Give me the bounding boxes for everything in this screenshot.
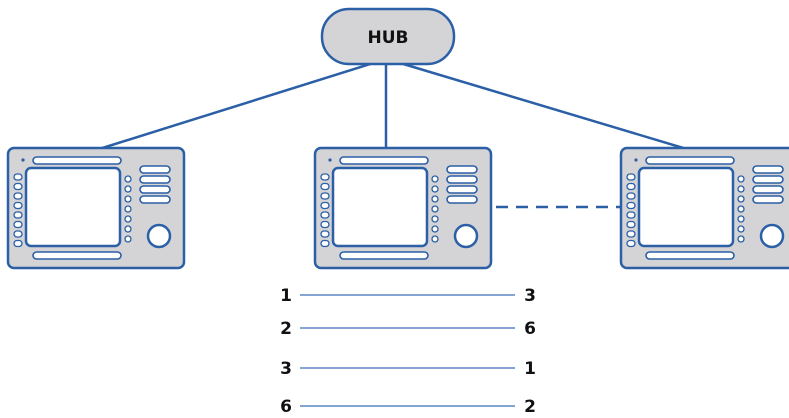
knob bbox=[146, 223, 172, 249]
pin-right-label: 2 bbox=[524, 397, 536, 417]
screen bbox=[331, 166, 429, 248]
knob bbox=[759, 223, 785, 249]
left-key bbox=[13, 173, 23, 181]
knob bbox=[453, 223, 479, 249]
bottom-keys bbox=[645, 251, 735, 260]
arrow-key bbox=[124, 185, 132, 193]
left-key bbox=[13, 192, 23, 200]
function-key bbox=[139, 195, 171, 204]
arrow-key bbox=[431, 225, 439, 233]
terminal-right bbox=[619, 146, 789, 270]
left-key bbox=[13, 230, 23, 238]
arrow-key bbox=[431, 215, 439, 223]
terminal-left bbox=[6, 146, 186, 270]
arrow-key bbox=[737, 175, 745, 183]
link-left bbox=[95, 58, 384, 152]
hub-label: HUB bbox=[368, 28, 409, 48]
arrow-key bbox=[431, 185, 439, 193]
function-key bbox=[752, 175, 784, 184]
left-key bbox=[13, 239, 23, 248]
pin-left-label: 2 bbox=[280, 319, 292, 339]
top-keys bbox=[32, 156, 122, 165]
left-key bbox=[320, 220, 330, 229]
hub-shape bbox=[320, 7, 456, 66]
function-key bbox=[446, 165, 478, 174]
left-key bbox=[626, 211, 636, 219]
arrow-key bbox=[124, 205, 132, 213]
screen bbox=[637, 166, 735, 248]
bottom-keys bbox=[32, 251, 122, 260]
arrow-key bbox=[431, 235, 439, 243]
screen bbox=[24, 166, 122, 248]
function-key bbox=[139, 175, 171, 184]
function-key bbox=[446, 195, 478, 204]
terminals bbox=[6, 146, 789, 270]
top-keys bbox=[645, 156, 735, 165]
left-key bbox=[626, 182, 636, 191]
arrow-key bbox=[737, 235, 745, 243]
left-key bbox=[626, 201, 636, 210]
left-key bbox=[13, 182, 23, 191]
arrow-key bbox=[737, 205, 745, 213]
terminal-center bbox=[313, 146, 493, 270]
arrow-key bbox=[124, 195, 132, 203]
left-key bbox=[320, 201, 330, 210]
pin-right-label: 6 bbox=[524, 319, 536, 339]
left-key bbox=[320, 182, 330, 191]
arrow-key bbox=[737, 215, 745, 223]
function-key bbox=[752, 195, 784, 204]
left-key bbox=[320, 211, 330, 219]
arrow-key bbox=[737, 225, 745, 233]
left-key bbox=[320, 173, 330, 181]
left-key bbox=[320, 239, 330, 248]
arrow-key bbox=[124, 175, 132, 183]
function-key bbox=[752, 165, 784, 174]
hub: HUB bbox=[320, 7, 456, 66]
left-key bbox=[626, 220, 636, 229]
left-key bbox=[626, 230, 636, 238]
pin-right-label: 1 bbox=[524, 359, 536, 379]
hub-links bbox=[95, 58, 691, 152]
left-key bbox=[626, 192, 636, 200]
indicator-dot bbox=[328, 158, 332, 162]
left-key bbox=[13, 220, 23, 229]
arrow-key bbox=[737, 185, 745, 193]
left-key bbox=[13, 211, 23, 219]
pin-left-label: 3 bbox=[280, 359, 292, 379]
arrow-key bbox=[431, 205, 439, 213]
left-key bbox=[320, 192, 330, 200]
bottom-keys bbox=[339, 251, 429, 260]
indicator-dot bbox=[634, 158, 638, 162]
left-key bbox=[13, 201, 23, 210]
function-key bbox=[139, 185, 171, 194]
pin-left-label: 1 bbox=[280, 286, 292, 306]
function-key bbox=[446, 175, 478, 184]
left-key bbox=[626, 173, 636, 181]
arrow-key bbox=[124, 225, 132, 233]
arrow-key bbox=[737, 195, 745, 203]
arrow-key bbox=[431, 195, 439, 203]
arrow-key bbox=[124, 235, 132, 243]
left-key bbox=[626, 239, 636, 248]
pin-right-label: 3 bbox=[524, 286, 536, 306]
left-key bbox=[320, 230, 330, 238]
function-key bbox=[752, 185, 784, 194]
function-key bbox=[446, 185, 478, 194]
pin-left-label: 6 bbox=[280, 397, 292, 417]
arrow-key bbox=[124, 215, 132, 223]
link-right bbox=[389, 58, 691, 152]
function-key bbox=[139, 165, 171, 174]
top-keys bbox=[339, 156, 429, 165]
arrow-key bbox=[431, 175, 439, 183]
indicator-dot bbox=[21, 158, 25, 162]
